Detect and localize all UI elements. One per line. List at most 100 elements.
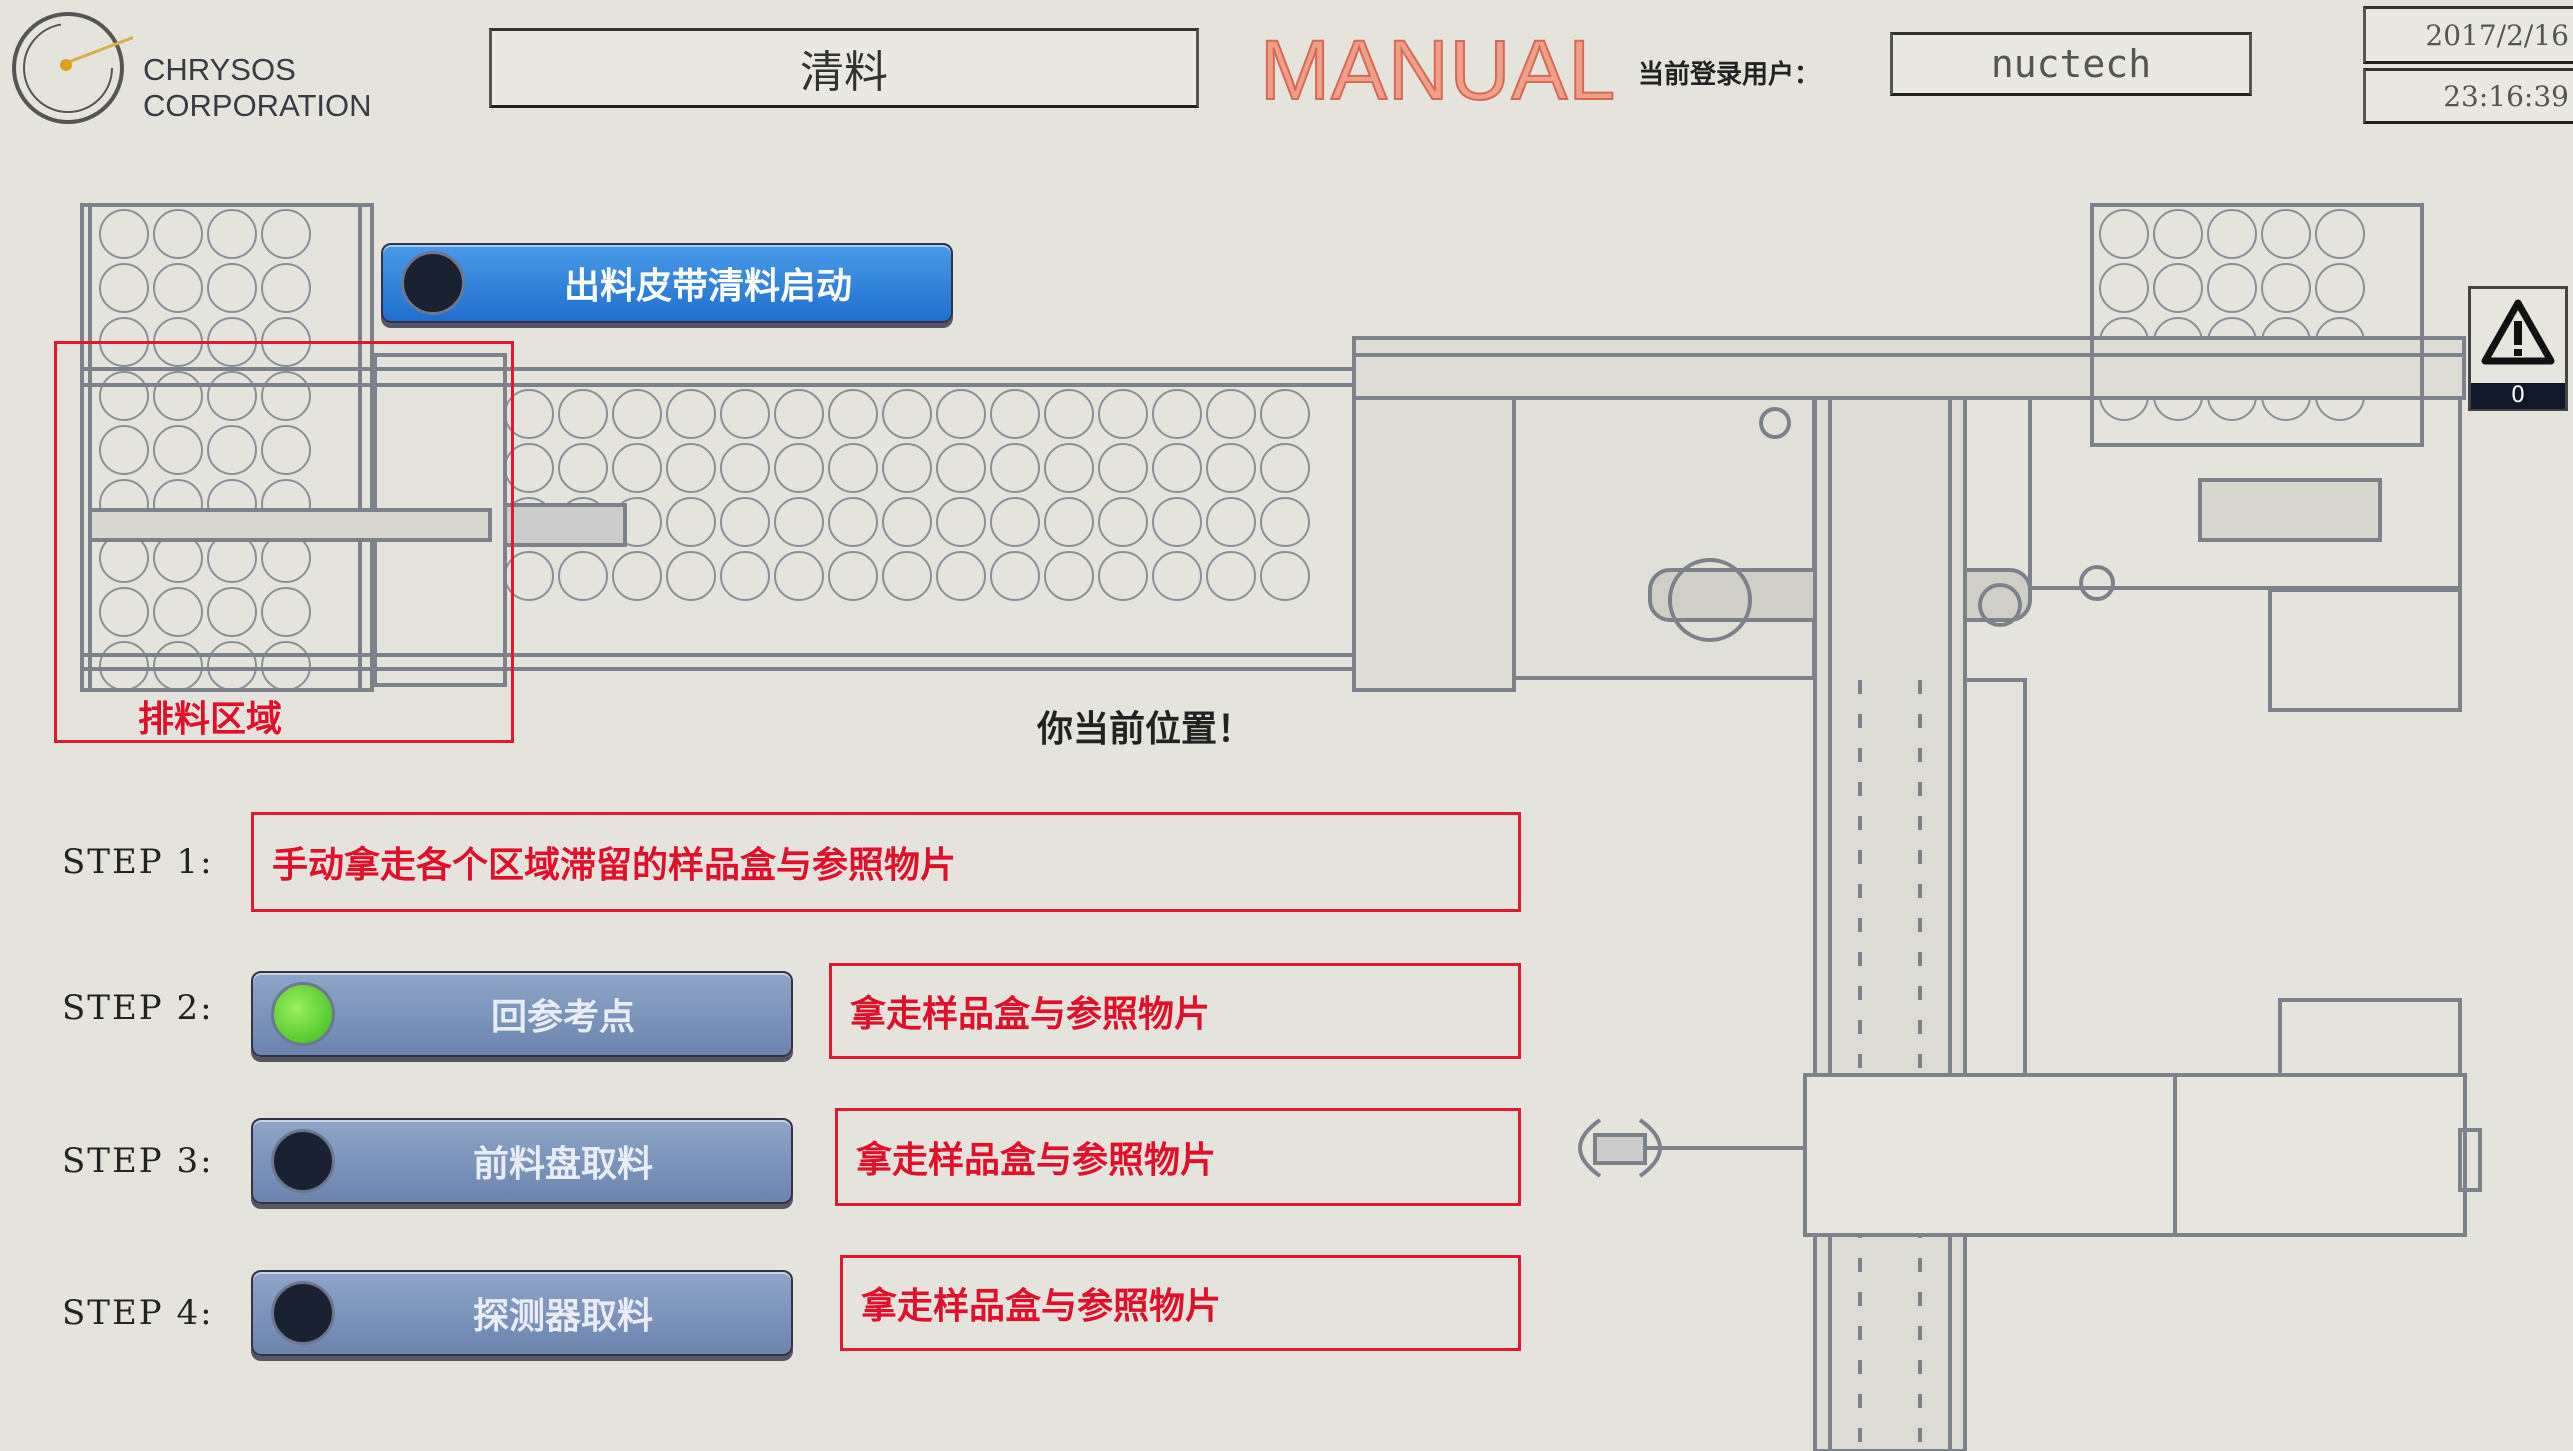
sample-slot xyxy=(207,587,257,637)
sample-slot xyxy=(2315,209,2365,259)
sample-slot xyxy=(774,497,824,547)
sample-slot xyxy=(990,551,1040,601)
sample-slot xyxy=(828,551,878,601)
step-2-label: STEP 2: xyxy=(62,988,214,1028)
sample-slot xyxy=(207,263,257,313)
step-1-label: STEP 1: xyxy=(62,842,214,882)
time-display: 23:16:39 xyxy=(2363,68,2573,124)
step-4-instruction: 拿走样品盒与参照物片 xyxy=(840,1255,1521,1351)
sample-slot xyxy=(936,551,986,601)
sample-slot xyxy=(882,551,932,601)
sample-slot xyxy=(1206,551,1256,601)
sample-slot xyxy=(261,371,311,421)
sample-slot xyxy=(99,587,149,637)
mode-indicator: MANUAL xyxy=(1259,22,1617,118)
sample-slot xyxy=(2261,263,2311,313)
sample-slot xyxy=(1206,497,1256,547)
sample-slot xyxy=(666,497,716,547)
sample-slot xyxy=(99,371,149,421)
step-2-instruction: 拿走样品盒与参照物片 xyxy=(829,963,1521,1059)
sample-slot xyxy=(2099,263,2149,313)
sample-slot xyxy=(558,443,608,493)
warning-triangle-icon xyxy=(2481,299,2555,365)
sample-slot xyxy=(936,389,986,439)
logo-line2: CORPORATION xyxy=(143,88,372,123)
sample-slot xyxy=(2261,209,2311,259)
user-field: nuctech xyxy=(1890,32,2252,96)
front-tray-pickup-button[interactable]: 前料盘取料 xyxy=(251,1118,793,1204)
detector-pickup-button[interactable]: 探测器取料 xyxy=(251,1270,793,1356)
sample-slot xyxy=(1260,389,1310,439)
step-1-instruction: 手动拿走各个区域滞留的样品盒与参照物片 xyxy=(251,812,1521,912)
sample-slot xyxy=(882,497,932,547)
current-position-label: 你当前位置！ xyxy=(1037,708,1254,750)
sample-slot xyxy=(153,209,203,259)
sample-slot xyxy=(774,389,824,439)
sample-slot xyxy=(261,209,311,259)
sample-slot xyxy=(936,497,986,547)
sample-slot xyxy=(828,389,878,439)
sample-slot xyxy=(1152,551,1202,601)
step-3-label: STEP 3: xyxy=(62,1141,214,1181)
logo-line1: CHRYSOS xyxy=(143,52,296,87)
sample-slot xyxy=(99,209,149,259)
sample-slot xyxy=(774,551,824,601)
sample-slot xyxy=(666,551,716,601)
sample-slot xyxy=(774,443,824,493)
discharge-area-highlight xyxy=(54,341,514,743)
sample-slot xyxy=(1206,389,1256,439)
sample-slot xyxy=(1260,551,1310,601)
sample-slot xyxy=(936,443,986,493)
sample-slot xyxy=(1044,443,1094,493)
sample-slot xyxy=(666,443,716,493)
sample-slot xyxy=(2207,263,2257,313)
return-to-reference-button[interactable]: 回参考点 xyxy=(251,971,793,1057)
sample-slot xyxy=(1152,443,1202,493)
sample-slot xyxy=(153,371,203,421)
sample-slot xyxy=(882,389,932,439)
sample-slot xyxy=(2153,263,2203,313)
sample-slot xyxy=(2315,263,2365,313)
sample-slot xyxy=(666,389,716,439)
sample-slot xyxy=(2099,209,2149,259)
logo: CHRYSOS CORPORATION xyxy=(8,8,388,126)
sample-slot xyxy=(261,587,311,637)
discharge-area-label: 排料区域 xyxy=(138,699,283,740)
sample-slot xyxy=(1206,443,1256,493)
sample-slot xyxy=(261,263,311,313)
sample-slot xyxy=(207,425,257,475)
sample-slot xyxy=(2153,209,2203,259)
sample-slot xyxy=(1044,551,1094,601)
status-lamp xyxy=(271,1129,335,1193)
date-display: 2017/2/16 xyxy=(2363,6,2573,64)
sample-slot xyxy=(1260,443,1310,493)
conveyor-clear-start-button[interactable]: 出料皮带清料启动 xyxy=(381,243,953,323)
sample-slot xyxy=(990,443,1040,493)
sample-slot xyxy=(99,263,149,313)
status-lamp xyxy=(271,982,335,1046)
sample-slot xyxy=(612,389,662,439)
sample-slot xyxy=(612,551,662,601)
sample-slot xyxy=(990,389,1040,439)
sample-slot xyxy=(828,443,878,493)
sample-slot xyxy=(558,389,608,439)
sample-slot xyxy=(1098,443,1148,493)
alarm-count: 0 xyxy=(2471,383,2565,409)
sample-slot xyxy=(153,425,203,475)
sample-slot xyxy=(1044,389,1094,439)
sample-slot xyxy=(1098,551,1148,601)
step-4-label: STEP 4: xyxy=(62,1293,214,1333)
sample-slot xyxy=(720,389,770,439)
status-lamp xyxy=(401,251,465,315)
sample-slot xyxy=(153,587,203,637)
sample-slot xyxy=(720,443,770,493)
user-label: 当前登录用户： xyxy=(1638,60,1821,90)
sample-slot xyxy=(828,497,878,547)
logo-icon xyxy=(12,12,133,124)
screen-title: 清料 xyxy=(489,28,1199,108)
sample-slot xyxy=(1152,389,1202,439)
sample-slot xyxy=(720,497,770,547)
alarm-button[interactable]: 0 xyxy=(2468,286,2568,411)
sample-slot xyxy=(99,425,149,475)
